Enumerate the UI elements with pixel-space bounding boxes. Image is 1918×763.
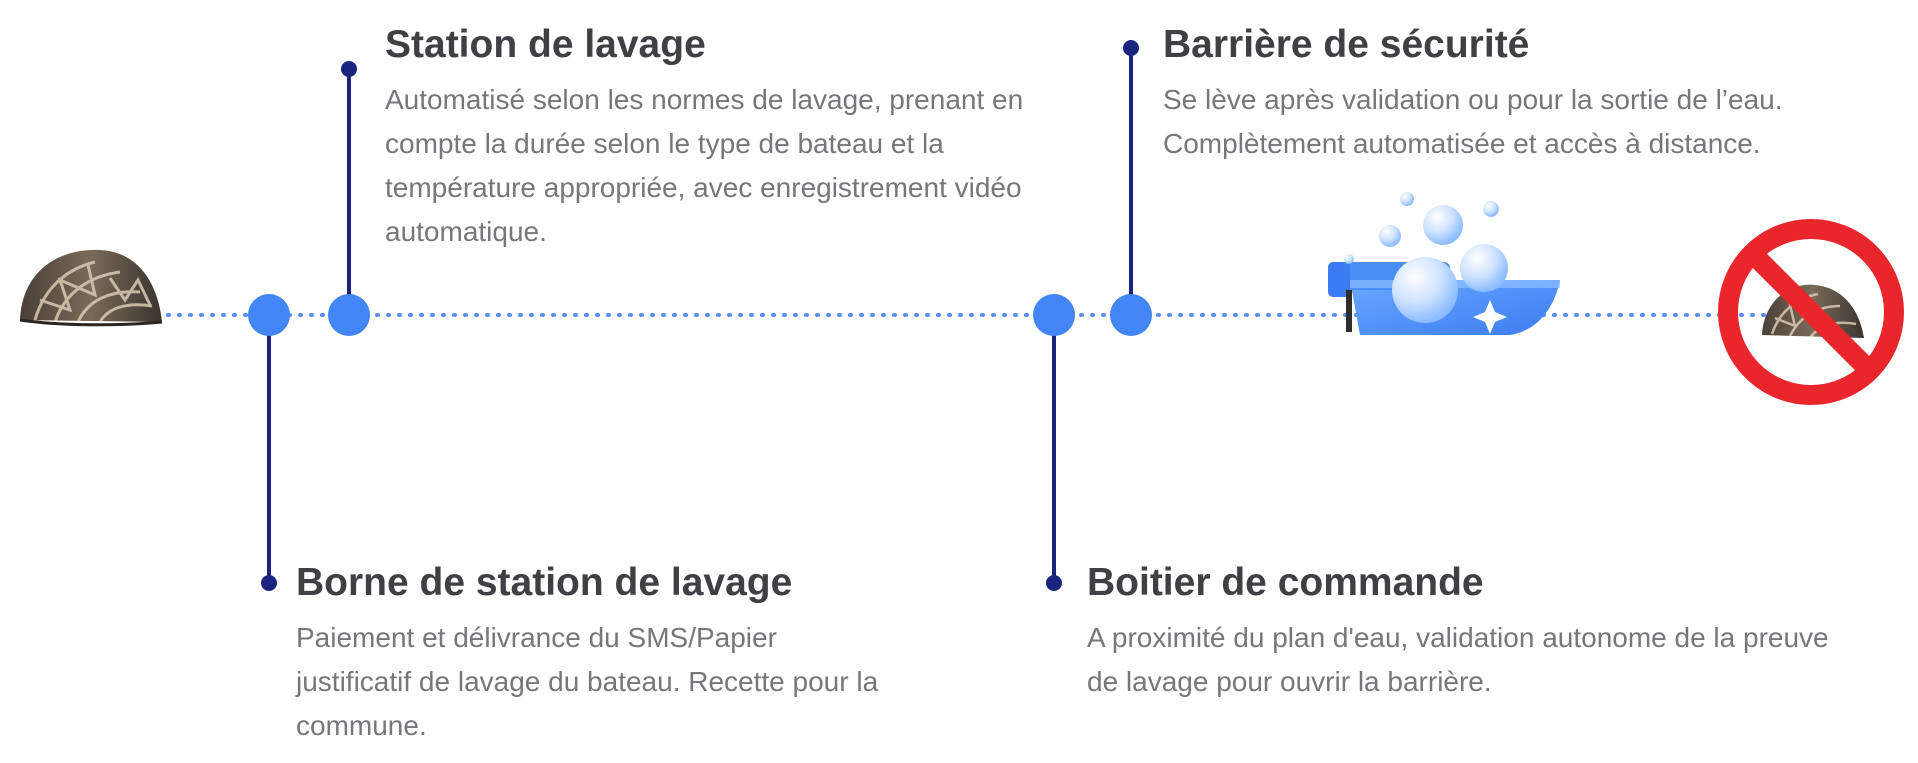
step-title: Boitier de commande xyxy=(1087,561,1484,604)
step-borne-de-station: Borne de station de lavage Paiement et d… xyxy=(296,560,896,748)
node-borne xyxy=(248,294,290,336)
no-mussel-prohibition-icon xyxy=(1718,219,1904,405)
stem-end-station xyxy=(341,61,357,77)
step-description: Automatisé selon les normes de lavage, p… xyxy=(385,84,1024,247)
step-description: Paiement et délivrance du SMS/Papier jus… xyxy=(296,622,879,741)
step-station-de-lavage: Station de lavage Automatisé selon les n… xyxy=(385,22,1025,254)
stem-end-barriere xyxy=(1123,40,1139,56)
node-boitier xyxy=(1033,294,1075,336)
node-station xyxy=(328,294,370,336)
stem-end-boitier xyxy=(1046,575,1062,591)
step-description: Se lève après validation ou pour la sort… xyxy=(1163,84,1783,159)
stem-end-borne xyxy=(261,575,277,591)
node-barriere xyxy=(1110,294,1152,336)
zebra-mussel-icon xyxy=(19,249,163,327)
step-title: Barrière de sécurité xyxy=(1163,23,1530,66)
step-title: Station de lavage xyxy=(385,23,706,66)
boat-washing-icon xyxy=(1328,192,1560,335)
step-barriere-de-securite: Barrière de sécurité Se lève après valid… xyxy=(1163,22,1823,166)
step-title: Borne de station de lavage xyxy=(296,561,793,604)
step-boitier-de-commande: Boitier de commande A proximité du plan … xyxy=(1087,560,1847,704)
step-description: A proximité du plan d'eau, validation au… xyxy=(1087,622,1829,697)
